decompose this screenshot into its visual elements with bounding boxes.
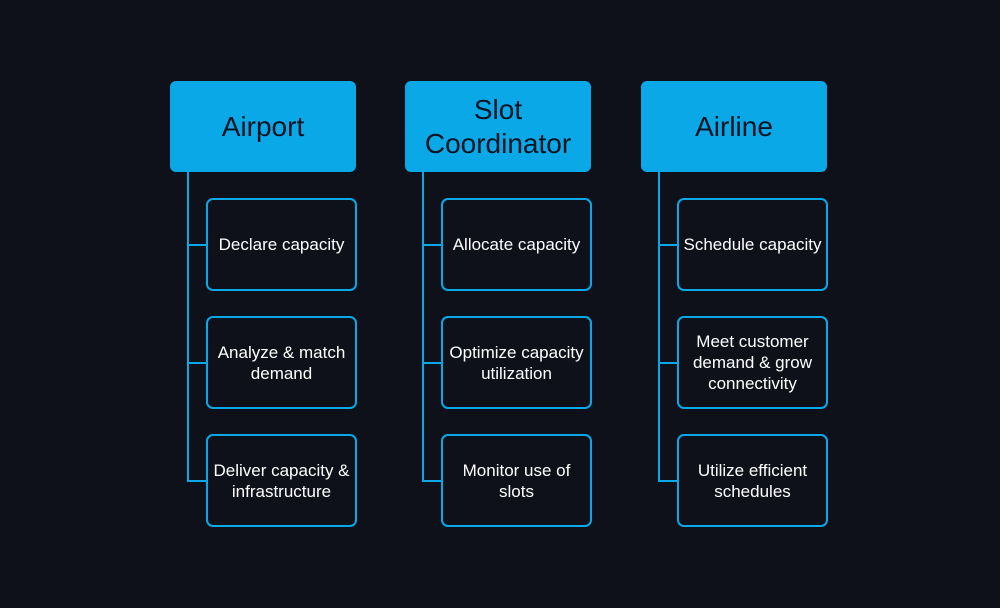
node-monitor-use-of-slots: Monitor use of slots	[441, 434, 592, 527]
connector-branch	[187, 480, 207, 482]
header-airline: Airline	[641, 81, 827, 172]
node-optimize-capacity-utilization: Optimize capacity utilization	[441, 316, 592, 409]
node-declare-capacity: Declare capacity	[206, 198, 357, 291]
connector-spine	[422, 172, 424, 480]
connector-branch	[187, 244, 207, 246]
connector-branch	[658, 362, 678, 364]
connector-branch	[422, 244, 442, 246]
node-schedule-capacity: Schedule capacity	[677, 198, 828, 291]
node-deliver-capacity-infrastructure: Deliver capacity & infrastructure	[206, 434, 357, 527]
node-analyze-match-demand: Analyze & match demand	[206, 316, 357, 409]
node-meet-customer-demand: Meet customer demand & grow connectivity	[677, 316, 828, 409]
connector-spine	[658, 172, 660, 480]
connector-branch	[422, 480, 442, 482]
column-airport: Airport Declare capacity Analyze & match…	[170, 0, 410, 608]
header-slot-coordinator: Slot Coordinator	[405, 81, 591, 172]
connector-branch	[658, 244, 678, 246]
connector-branch	[422, 362, 442, 364]
node-utilize-efficient-schedules: Utilize efficient schedules	[677, 434, 828, 527]
connector-spine	[187, 172, 189, 480]
connector-branch	[187, 362, 207, 364]
header-airport: Airport	[170, 81, 356, 172]
connector-branch	[658, 480, 678, 482]
column-slot-coordinator: Slot Coordinator Allocate capacity Optim…	[405, 0, 645, 608]
node-allocate-capacity: Allocate capacity	[441, 198, 592, 291]
column-airline: Airline Schedule capacity Meet customer …	[641, 0, 881, 608]
